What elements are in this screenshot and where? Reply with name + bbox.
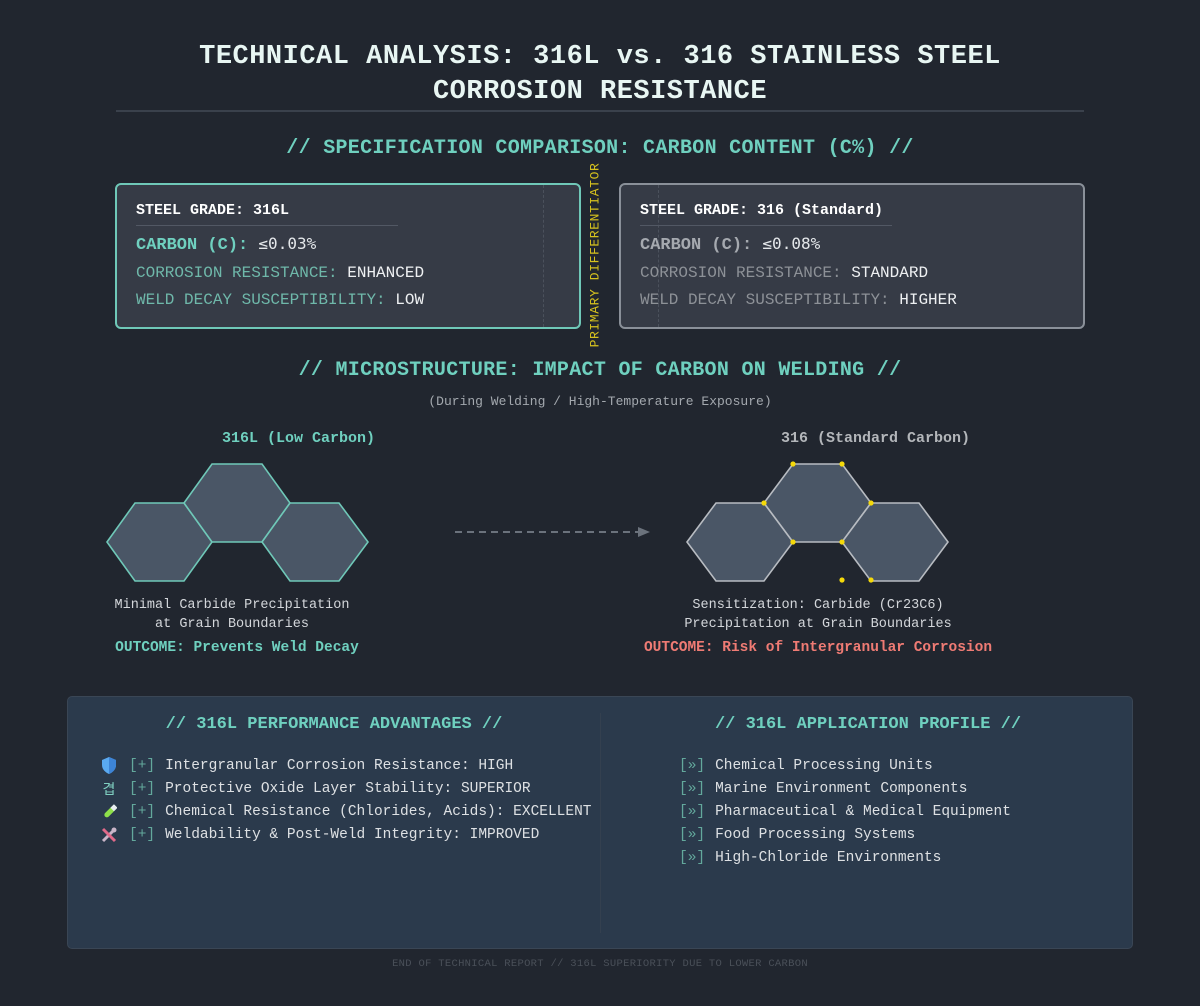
spec-card-316L: STEEL GRADE: 316L CARBON (C): ≤0.03% COR… (115, 183, 581, 329)
carbon-label: CARBON (C): (640, 236, 753, 255)
micro-label-316: 316 (Standard Carbon) (781, 430, 971, 447)
micro-label-316L: 316L (Low Carbon) (222, 430, 376, 447)
title-divider (116, 110, 1084, 112)
title-line-1: TECHNICAL ANALYSIS: 316L vs. 316 STAINLE… (199, 42, 1001, 72)
carbon-value: ≤0.08% (762, 234, 821, 253)
carbon-row: CARBON (C): ≤0.08% (640, 234, 1064, 255)
weld-decay-row: WELD DECAY SUSCEPTIBILITY: HIGHER (640, 291, 1064, 309)
shield-icon (98, 757, 120, 774)
list-item: [»] Pharmaceutical & Medical Equipment (679, 803, 1011, 820)
grade-title: STEEL GRADE: 316 (Standard) (640, 202, 892, 226)
grade-title: STEEL GRADE: 316L (136, 202, 398, 226)
list-item: [+] Intergranular Corrosion Resistance: … (98, 754, 591, 777)
spec-card-316: STEEL GRADE: 316 (Standard) CARBON (C): … (619, 183, 1085, 329)
carbon-value: ≤0.03% (258, 234, 317, 253)
weld-decay-value: LOW (395, 291, 425, 309)
report-footer: END OF TECHNICAL REPORT // 316L SUPERIOR… (392, 958, 808, 970)
grain-structure-316 (686, 463, 949, 582)
spec-section-heading: // SPECIFICATION COMPARISON: CARBON CONT… (286, 137, 914, 160)
micro-section-heading: // MICROSTRUCTURE: IMPACT OF CARBON ON W… (298, 359, 902, 382)
micro-caption-316L: Minimal Carbide Precipitation at Grain B… (114, 598, 350, 632)
weld-decay-label: WELD DECAY SUSCEPTIBILITY: (136, 291, 386, 309)
card-guide-line (543, 185, 544, 327)
list-item: 겹 [+] Protective Oxide Layer Stability: … (98, 777, 591, 800)
grain-diagram (106, 461, 949, 583)
carbide-precipitates (761, 461, 874, 583)
title-line-2: CORROSION RESISTANCE (432, 77, 768, 107)
weld-decay-label: WELD DECAY SUSCEPTIBILITY: (640, 291, 890, 309)
panel-divider (600, 713, 601, 933)
corrosion-value: STANDARD (851, 264, 929, 282)
summary-panel: // 316L PERFORMANCE ADVANTAGES // // 316… (67, 696, 1133, 949)
weld-decay-value: HIGHER (899, 291, 957, 309)
list-item: [»] Chemical Processing Units (679, 757, 933, 774)
dashed-arrow-right-icon (455, 527, 650, 537)
grain-hexagon (261, 502, 369, 582)
test-tube-icon (98, 803, 120, 820)
grain-structure-316L (106, 463, 369, 582)
weld-decay-row: WELD DECAY SUSCEPTIBILITY: LOW (136, 291, 560, 309)
outcome-316L: OUTCOME: Prevents Weld Decay (115, 640, 359, 656)
list-item: [»] Marine Environment Components (679, 780, 968, 797)
layer-glyph-icon: 겹 (102, 781, 116, 798)
advantages-heading: // 316L PERFORMANCE ADVANTAGES // (165, 715, 503, 734)
advantages-list: [+] Intergranular Corrosion Resistance: … (98, 754, 591, 846)
list-item: [+] Chemical Resistance (Chlorides, Acid… (98, 800, 591, 823)
applications-list: [»] Chemical Processing Units [»] Marine… (679, 754, 1011, 869)
list-item: [»] Food Processing Systems (679, 826, 916, 843)
outcome-316: OUTCOME: Risk of Intergranular Corrosion (643, 640, 993, 656)
list-item: [»] High-Chloride Environments (679, 849, 942, 866)
corrosion-label: CORROSION RESISTANCE: (640, 264, 842, 282)
corrosion-row: CORROSION RESISTANCE: ENHANCED (136, 264, 560, 282)
card-guide-line (658, 185, 659, 327)
tools-icon (98, 827, 120, 843)
applications-heading: // 316L APPLICATION PROFILE // (714, 715, 1022, 734)
micro-subheading: (During Welding / High-Temperature Expos… (428, 394, 772, 409)
carbon-row: CARBON (C): ≤0.03% (136, 234, 560, 255)
micro-caption-316: Sensitization: Carbide (Cr23C6) Precipit… (684, 598, 952, 632)
list-item: [+] Weldability & Post-Weld Integrity: I… (98, 823, 591, 846)
corrosion-value: ENHANCED (347, 264, 425, 282)
carbon-label: CARBON (C): (136, 236, 249, 255)
corrosion-row: CORROSION RESISTANCE: STANDARD (640, 264, 1064, 282)
corrosion-label: CORROSION RESISTANCE: (136, 264, 338, 282)
page-title: TECHNICAL ANALYSIS: 316L vs. 316 STAINLE… (116, 40, 1084, 110)
